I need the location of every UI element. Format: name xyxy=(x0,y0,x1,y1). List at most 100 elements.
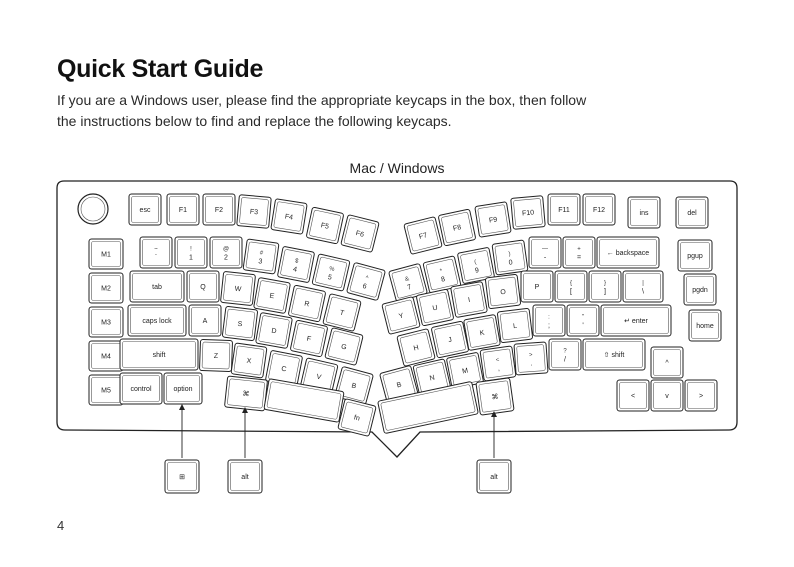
key-tab-label: tab xyxy=(152,284,162,291)
key-f2-label: F2 xyxy=(215,207,223,214)
key-lbracket-label: [ xyxy=(570,289,572,296)
key-f1-label: F1 xyxy=(179,207,187,214)
key-left-face xyxy=(619,382,647,409)
key-control-face xyxy=(122,375,160,402)
key-g: G xyxy=(324,327,364,366)
key-option-face xyxy=(166,375,200,402)
key-pgup-face xyxy=(680,242,710,269)
key-2-face xyxy=(212,239,240,266)
key-home: home xyxy=(688,309,722,342)
macro-key-1-label: M1 xyxy=(101,252,111,259)
arrow-alt-right-icon xyxy=(491,411,497,417)
page-number: 4 xyxy=(57,518,65,533)
key-f9: F9 xyxy=(474,201,512,238)
key-b-face xyxy=(337,369,371,402)
key-3-face xyxy=(245,241,277,272)
replacement-key-alt-right: alt xyxy=(476,459,512,494)
key-e-face xyxy=(256,280,288,311)
key-f9-label: F9 xyxy=(489,216,498,224)
replacement-key-alt-left-face xyxy=(230,462,260,491)
key-esc-face xyxy=(131,196,159,223)
key-f5-face xyxy=(309,210,341,241)
intro-line-1: If you are a Windows user, please find t… xyxy=(57,92,587,108)
key-pgup-label: pgup xyxy=(687,253,703,260)
key-pgdn-face xyxy=(686,276,714,303)
key-control-label: control xyxy=(130,386,151,393)
key-f11-label: F11 xyxy=(558,207,570,214)
key-caps: caps lock xyxy=(127,304,187,337)
key-2-shift-label: @ xyxy=(223,247,229,253)
key-space-right xyxy=(377,381,479,434)
key-f10-label: F10 xyxy=(522,209,535,217)
key-lbracket: [{ xyxy=(554,270,588,303)
key-rshift-label: ⇧ shift xyxy=(604,351,625,359)
key-space-right-face xyxy=(380,384,476,431)
key-f7-face xyxy=(406,219,440,252)
key-minus-label: - xyxy=(544,255,547,262)
key-d: D xyxy=(255,312,293,349)
key-w-face xyxy=(223,274,253,303)
key-slash-face xyxy=(551,341,579,368)
key-backtick-shift-label: ~ xyxy=(154,247,158,253)
key-rbracket-label: ] xyxy=(604,289,606,296)
intro-line-2: the instructions below to find and repla… xyxy=(57,113,452,129)
key-4-label: 4 xyxy=(292,266,297,274)
key-6-shift-label: ^ xyxy=(365,275,369,282)
key-z-label: Z xyxy=(214,353,219,360)
key-f2: F2 xyxy=(202,193,236,226)
key-8-label: 8 xyxy=(441,276,446,284)
key-rcmd-face xyxy=(478,380,512,413)
key-k: K xyxy=(463,314,501,351)
key-slash-label: / xyxy=(564,357,566,364)
key-ins-face xyxy=(630,199,658,226)
key-equal: =+ xyxy=(562,236,596,269)
key-o-label: O xyxy=(500,289,507,297)
key-t-face xyxy=(325,296,359,329)
key-m-label: M xyxy=(462,367,469,375)
key-period-shift-label: > xyxy=(529,352,533,358)
key-f6-label: F6 xyxy=(355,230,365,239)
key-backslash-shift-label: | xyxy=(642,281,644,287)
key-z: Z xyxy=(199,339,233,372)
key-fn-label: fn xyxy=(353,414,360,422)
key-h: H xyxy=(396,328,436,367)
key-rcmd-label: ⌘ xyxy=(491,393,499,402)
layout-label: Mac / Windows xyxy=(349,160,445,176)
key-f3: F3 xyxy=(236,194,272,229)
macro-key-4: M4 xyxy=(88,340,124,372)
macro-key-4-label: M4 xyxy=(101,354,111,361)
key-f8-label: F8 xyxy=(452,224,462,233)
key-option-label: option xyxy=(173,386,192,393)
key-a: A xyxy=(188,304,222,337)
key-l-label: L xyxy=(513,323,518,330)
replacement-key-alt-right-label: alt xyxy=(490,474,497,481)
key-r: R xyxy=(288,284,326,323)
key-lbracket-shift-label: { xyxy=(570,281,572,287)
key-b-label: B xyxy=(351,382,358,390)
key-backtick-face xyxy=(142,239,170,266)
key-esc: esc xyxy=(128,193,162,226)
key-backtick-label: ` xyxy=(155,255,157,262)
key-g-label: G xyxy=(340,343,347,351)
key-semicolon-label: ; xyxy=(548,323,550,330)
key-slash: /? xyxy=(548,338,582,371)
key-6-label: 6 xyxy=(362,283,368,291)
key-del-label: del xyxy=(687,210,697,217)
key-i-label: I xyxy=(468,297,471,304)
key-f1: F1 xyxy=(166,193,200,226)
arrow-alt-left-icon xyxy=(242,407,248,413)
key-right-label: > xyxy=(699,393,703,400)
key-f1-face xyxy=(169,196,197,223)
key-4-face xyxy=(280,249,312,280)
macro-key-5-label: M5 xyxy=(101,388,111,395)
key-home-face xyxy=(691,312,719,339)
key-f4-label: F4 xyxy=(284,213,293,221)
key-h-face xyxy=(399,331,433,364)
key-c-label: C xyxy=(281,366,287,374)
macro-key-5: M5 xyxy=(88,374,124,406)
key-fn: fn xyxy=(337,398,377,437)
key-shift: shift xyxy=(119,338,199,371)
macro-key-1: M1 xyxy=(88,238,124,270)
replacement-key-alt-right-face xyxy=(479,462,509,491)
key-pgdn: pgdn xyxy=(683,273,717,306)
